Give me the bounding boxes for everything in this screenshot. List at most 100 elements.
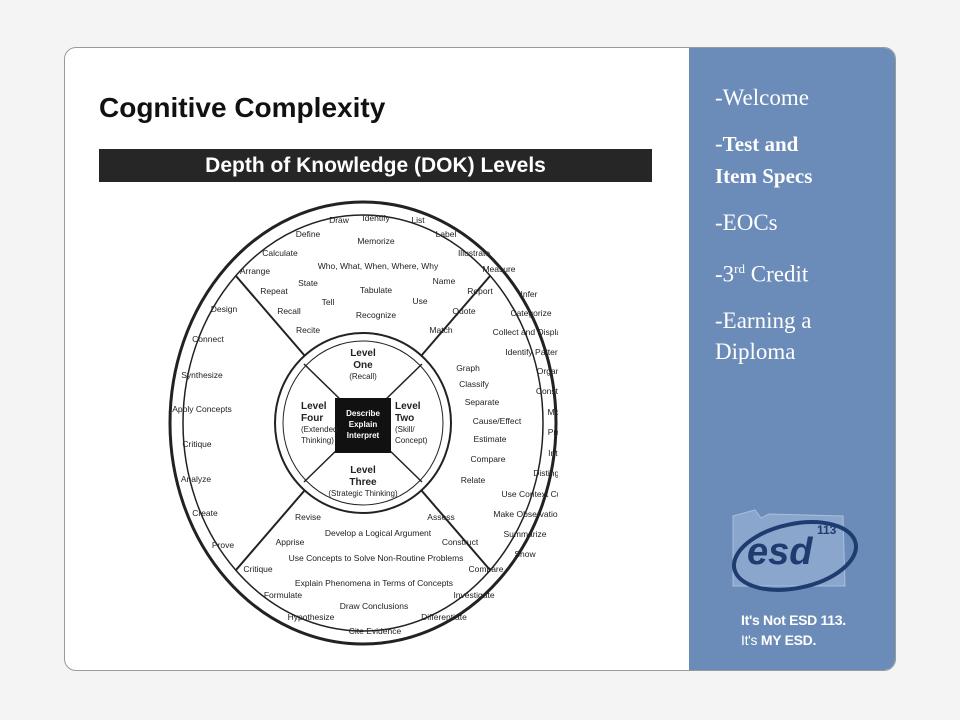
recall-word: Recall [277,306,301,316]
skill-word: Predict [548,427,558,437]
tagline: It's Not ESD 113. It's MY ESD. [741,610,846,650]
recall-word: State [298,278,318,288]
logo-swoosh [731,520,859,592]
recall-word: Match [429,325,452,335]
recall-word: List [411,215,425,225]
skill-word: Compare [471,454,506,464]
logo-number: 113 [817,523,837,537]
recall-word: Name [433,276,456,286]
skill-word: Identify Patterns [505,347,558,357]
strategic-word: Hypothesize [288,612,335,622]
dok-banner: Depth of Knowledge (DOK) Levels [99,149,652,182]
skill-word: Summarize [504,529,547,539]
skill-word: Collect and Display [493,327,558,337]
recall-word: Memorize [357,236,395,246]
recall-word: Calculate [262,248,298,258]
strategic-word: Use Concepts to Solve Non-Routine Proble… [289,553,464,563]
recall-word: Draw [329,215,350,225]
skill-word: Construct [536,386,558,396]
skill-word: Modify [547,407,558,417]
skill-word: Relate [461,475,486,485]
esd-logo: esd 113 [725,504,865,596]
agenda-item-welcome: -Welcome [715,85,809,110]
strategic-word: Differentiate [421,612,467,622]
level-four-title: Level [301,401,327,412]
recall-word: Report [467,286,493,296]
strategic-word: Compare [469,564,504,574]
skill-word: Estimate [473,434,506,444]
recall-word: Identify [362,213,390,223]
extended-word: Prove [212,540,234,550]
center-word: Describe [346,409,380,418]
recall-word: Illustrate [458,248,490,258]
agenda-item-specs: -Test and Item Specs [715,128,885,192]
recall-word: Quote [452,306,475,316]
center-word: Explain [349,420,378,429]
recall-word: Define [296,229,321,239]
recall-word: Arrange [240,266,271,276]
agenda-list: -Welcome -Test and Item Specs -EOCs -3rd… [715,82,885,382]
strategic-word: Investigate [453,590,494,600]
extended-word: Synthesize [181,370,223,380]
tagline-line2-prefix: It's [741,632,761,648]
recall-word: Tell [322,297,335,307]
skill-word: Categorize [510,308,551,318]
center-word: Interpret [347,431,380,440]
agenda-item-eocs: -EOCs [715,210,778,235]
level-one-title: One [353,360,373,371]
strategic-word: Develop a Logical Argument [325,528,432,538]
extended-word: Create [192,508,218,518]
level-one-sub: (Recall) [349,372,377,381]
recall-word: Who, What, When, Where, Why [318,261,439,271]
strategic-word: Revise [295,512,321,522]
strategic-word: Apprise [276,537,305,547]
skill-word: Use Context Cues [502,489,558,499]
agenda-credit-text: Credit [745,261,809,287]
strategic-word: Formulate [264,590,303,600]
extended-word: Apply Concepts [172,404,232,414]
skill-word: Organize [537,366,558,376]
strategic-word: Construct [442,537,479,547]
recall-word: Measure [482,264,515,274]
extended-word: Connect [192,334,224,344]
agenda-specs-line2: Item Specs [715,164,813,188]
level-two-sub: (Skill/ [395,425,415,434]
agenda-diploma-line2: Diploma [715,338,796,364]
strategic-word: Critique [243,564,273,574]
level-four-title: Four [301,413,323,424]
level-three-title: Level [350,465,376,476]
strategic-word: Assess [427,512,454,522]
level-four-sub: Thinking) [301,436,334,445]
agenda-dash: - [715,131,723,156]
agenda-diploma-line1: -Earning a [715,307,812,333]
extended-word: Critique [182,439,212,449]
skill-word: Graph [456,363,480,373]
level-two-title: Two [395,413,414,424]
level-two-sub: Concept) [395,436,428,445]
recall-word: Recognize [356,310,396,320]
strategic-word: Draw Conclusions [340,601,409,611]
recall-word: Recite [296,325,320,335]
agenda-specs-line1: Test and [722,132,799,156]
recall-word: Repeat [260,286,288,296]
slide-title: Cognitive Complexity [99,92,386,123]
strategic-word: Explain Phenomena in Terms of Concepts [295,578,453,588]
skill-word: Distinguish [533,468,558,478]
extended-word: Design [211,304,238,314]
agenda-item-diploma: -Earning a Diploma [715,305,885,367]
sidebar: -Welcome -Test and Item Specs -EOCs -3rd… [689,48,895,670]
tagline-line2-bold: MY ESD. [760,632,817,648]
agenda-credit-sup: rd [734,261,746,276]
recall-word: Tabulate [360,285,392,295]
skill-word: Separate [465,397,500,407]
extended-word: Analyze [181,474,212,484]
skill-word: Infer [520,289,537,299]
agenda-item-credit: -3rd Credit [715,253,885,290]
dok-wheel: Describe Explain Interpret Level One Lev… [168,200,558,646]
slide: Cognitive Complexity Depth of Knowledge … [64,47,896,671]
recall-word: Label [436,229,457,239]
level-one-title: Level [350,348,376,359]
recall-word: Use [412,296,427,306]
skill-word: Cause/Effect [473,416,522,426]
logo-text: esd [747,531,813,573]
